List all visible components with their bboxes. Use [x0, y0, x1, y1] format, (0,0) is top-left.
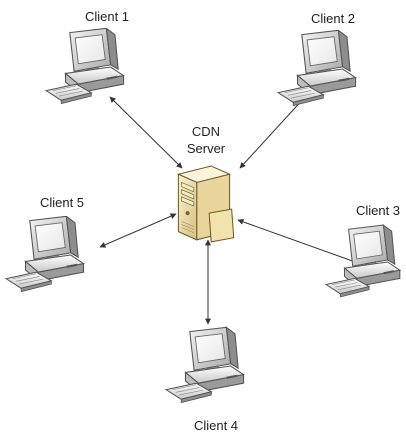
client-4-label: Client 4: [194, 418, 238, 433]
desktop-computer-icon: [45, 28, 125, 105]
connection-client-1: [109, 96, 183, 169]
client-2-node: Client 2: [277, 11, 357, 107]
server-icon: [177, 165, 235, 243]
connection-client-5: [99, 213, 177, 248]
client-1-label: Client 1: [85, 9, 129, 24]
client-5-node: Client 5: [5, 195, 85, 293]
desktop-computer-icon: [277, 30, 357, 107]
connections: [99, 96, 359, 325]
connection-client-3: [237, 218, 359, 265]
connection-client-2: [239, 96, 306, 169]
client-3-label: Client 3: [356, 203, 400, 218]
client-1-node: Client 1: [45, 9, 129, 105]
client-3-node: Client 3: [325, 203, 401, 298]
desktop-computer-icon: [165, 326, 245, 404]
client-2-label: Client 2: [311, 11, 355, 26]
desktop-computer-icon: [5, 216, 85, 293]
client-5-label: Client 5: [40, 195, 84, 210]
client-4-node: Client 4: [165, 326, 245, 433]
desktop-computer-icon: [325, 224, 401, 298]
cdn-server-node: CDN Server: [177, 124, 235, 243]
server-label-line2: Server: [187, 141, 226, 156]
server-label-line1: CDN: [192, 124, 220, 139]
